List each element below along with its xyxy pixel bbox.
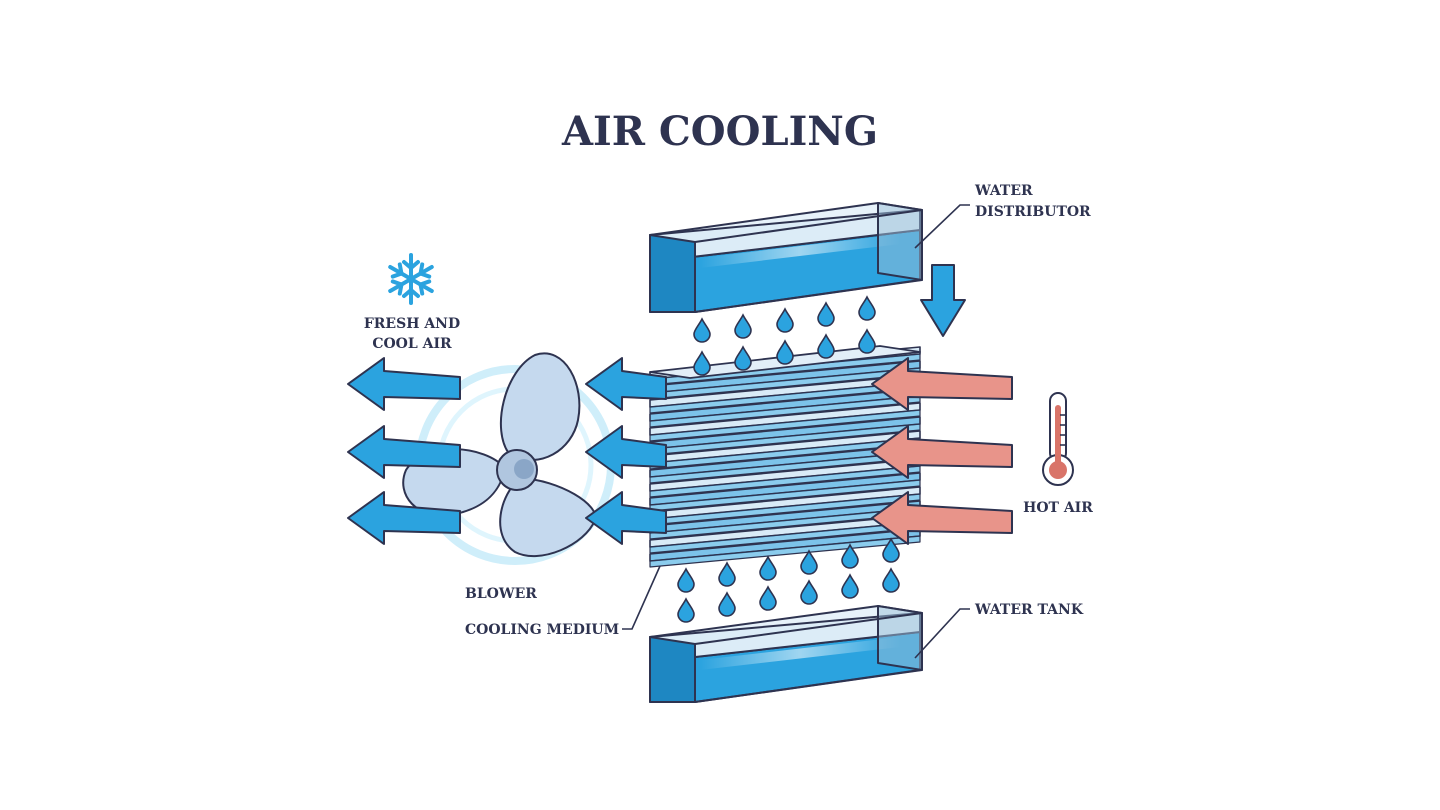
water-drop-icon xyxy=(734,313,752,339)
medium-plate xyxy=(649,514,921,554)
water-drop-icon xyxy=(718,591,736,617)
water-drop-icon xyxy=(817,301,835,327)
water-drop-icon xyxy=(759,555,777,581)
water-drop-icon xyxy=(776,339,794,365)
water-drop-icon xyxy=(858,295,876,321)
airflow-arrow xyxy=(871,425,1013,479)
label-water-distributor-line1: WATER xyxy=(974,183,1033,199)
water-drop-icon xyxy=(718,561,736,587)
airflow-arrow xyxy=(585,425,667,479)
label-fresh-cool-air-line2: COOL AIR xyxy=(372,336,452,352)
water-drops xyxy=(677,295,900,623)
label-fresh-cool-air-line1: FRESH AND xyxy=(364,316,460,332)
water-drop-icon xyxy=(677,597,695,623)
water-drop-icon xyxy=(858,328,876,354)
medium-plate xyxy=(649,360,921,400)
water-drop-icon xyxy=(882,537,900,563)
label-water-tank: WATER TANK xyxy=(914,602,1084,659)
water-drop-icon xyxy=(800,579,818,605)
cooling-medium xyxy=(649,345,921,568)
snowflake-icon xyxy=(388,253,434,305)
water-tank xyxy=(649,605,923,703)
hot-air-arrows xyxy=(871,357,1013,545)
label-blower: BLOWER xyxy=(465,586,537,602)
water-drop-icon xyxy=(882,567,900,593)
water-distributor xyxy=(649,202,923,313)
page-title: AIR COOLING xyxy=(561,108,878,155)
label-fresh-cool-air: FRESH AND COOL AIR xyxy=(364,316,460,352)
water-drop-icon xyxy=(677,567,695,593)
label-cooling-medium-text: COOLING MEDIUM xyxy=(465,622,619,638)
water-drop-icon xyxy=(776,307,794,333)
water-drop-icon xyxy=(734,345,752,371)
water-drop-icon xyxy=(800,549,818,575)
water-drop-icon xyxy=(759,585,777,611)
water-flow-arrow xyxy=(920,264,966,337)
label-cooling-medium: COOLING MEDIUM xyxy=(465,565,661,638)
airflow-arrow xyxy=(871,357,1013,411)
blower-fan xyxy=(402,352,615,565)
water-drop-icon xyxy=(693,317,711,343)
medium-plate xyxy=(649,528,921,568)
water-drop-icon xyxy=(693,350,711,376)
airflow-arrow xyxy=(347,425,461,479)
label-water-tank-text: WATER TANK xyxy=(974,602,1084,618)
medium-plate xyxy=(649,472,921,512)
water-drop-icon xyxy=(841,573,859,599)
airflow-arrow xyxy=(347,357,461,411)
airflow-arrow xyxy=(585,491,667,545)
label-water-distributor: WATER DISTRIBUTOR xyxy=(914,183,1091,249)
label-hot-air: HOT AIR xyxy=(1023,500,1093,516)
thermometer-icon xyxy=(1042,392,1074,486)
airflow-arrow xyxy=(585,357,667,411)
fan-icon xyxy=(402,352,597,557)
label-water-distributor-line2: DISTRIBUTOR xyxy=(975,204,1091,220)
airflow-arrow xyxy=(871,491,1013,545)
medium-plate xyxy=(649,402,921,442)
cool-air-arrows xyxy=(347,357,667,545)
water-drop-icon xyxy=(817,333,835,359)
airflow-arrow xyxy=(347,491,461,545)
medium-plate xyxy=(649,388,921,428)
water-drop-icon xyxy=(841,543,859,569)
